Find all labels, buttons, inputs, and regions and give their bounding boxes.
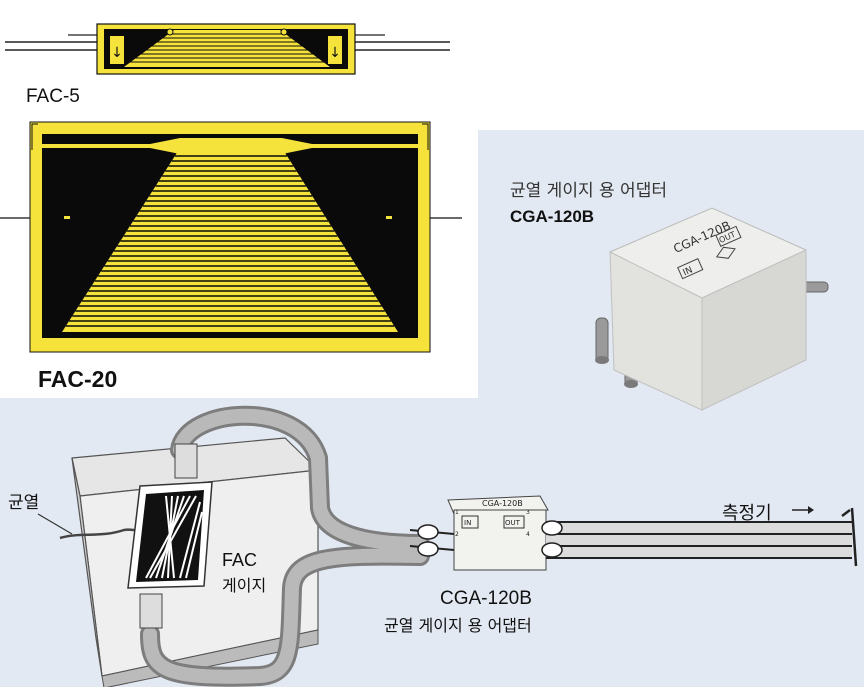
fac20-label: FAC-20 <box>38 366 118 392</box>
wiring-diagram: CGA-120B IN OUT 1 2 3 4 <box>37 405 858 687</box>
pin-1-mark: 1 <box>455 509 459 516</box>
bottom-caption-label: 균열 게이지 용 어댑터 <box>384 616 532 635</box>
fac-name-label: FAC <box>222 550 258 570</box>
pin-4-mark: 4 <box>526 531 530 538</box>
fac20-gauge <box>0 121 462 353</box>
meter-label: 측정기 <box>722 503 772 524</box>
svg-text:↓: ↓ <box>111 45 123 61</box>
photo-in-mark: IN <box>682 265 695 278</box>
fac5-gauge: ↓ ↓ <box>5 23 450 75</box>
adapter-photo: CGA-120B IN OUT <box>595 207 829 411</box>
svg-text:↓: ↓ <box>329 45 341 61</box>
crack-label: 균열 <box>8 493 40 513</box>
fac5-label: FAC-5 <box>26 86 80 107</box>
box-out-mark: OUT <box>505 519 521 527</box>
adapter-title: 균열 게이지 용 어댑터 <box>510 181 667 201</box>
pin-3-mark: 3 <box>526 509 530 516</box>
box-in-mark: IN <box>464 519 471 527</box>
pin-2-mark: 2 <box>455 531 459 538</box>
adapter-model: CGA-120B <box>510 207 595 226</box>
fac-gauge-label: 게이지 <box>222 576 267 595</box>
bottom-model-label: CGA-120B <box>440 588 532 609</box>
box-model-mark: CGA-120B <box>482 499 523 508</box>
